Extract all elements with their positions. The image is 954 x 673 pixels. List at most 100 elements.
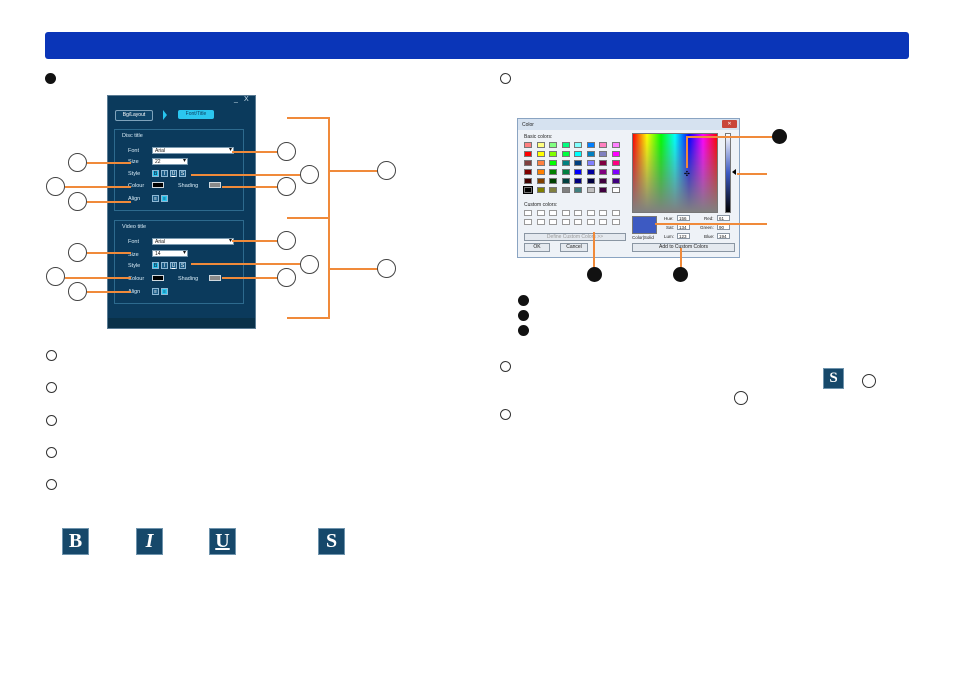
basic-color-swatch[interactable] bbox=[561, 187, 570, 193]
slider-arrow-icon[interactable] bbox=[732, 169, 736, 175]
basic-color-swatch[interactable] bbox=[599, 169, 607, 175]
basic-color-swatch[interactable] bbox=[611, 160, 620, 166]
tab-bg-layout[interactable]: Bg/Layout bbox=[115, 110, 153, 121]
basic-color-swatch[interactable] bbox=[536, 160, 545, 166]
blue-input[interactable]: 194 bbox=[717, 233, 730, 239]
custom-color-swatch[interactable] bbox=[599, 210, 607, 216]
basic-color-swatch[interactable] bbox=[549, 151, 557, 157]
basic-color-swatch[interactable] bbox=[574, 151, 582, 157]
basic-color-swatch[interactable] bbox=[574, 178, 582, 184]
custom-color-swatch[interactable] bbox=[561, 210, 570, 216]
basic-color-swatch[interactable] bbox=[549, 187, 557, 193]
basic-color-swatch[interactable] bbox=[524, 178, 532, 184]
video-bold-button[interactable]: B bbox=[152, 262, 159, 269]
basic-color-swatch[interactable] bbox=[586, 187, 595, 193]
ok-button[interactable]: OK bbox=[524, 243, 550, 252]
basic-color-swatch[interactable] bbox=[611, 151, 620, 157]
lum-input[interactable]: 123 bbox=[677, 233, 690, 239]
define-custom-colors-button[interactable]: Define Custom Colors >> bbox=[524, 233, 626, 241]
custom-color-swatch[interactable] bbox=[611, 219, 620, 225]
basic-color-swatch[interactable] bbox=[536, 178, 545, 184]
basic-color-swatch[interactable] bbox=[611, 169, 620, 175]
basic-color-swatch[interactable] bbox=[549, 169, 557, 175]
custom-color-swatch[interactable] bbox=[549, 219, 557, 225]
basic-color-swatch[interactable] bbox=[599, 142, 607, 148]
basic-color-swatch[interactable] bbox=[524, 142, 532, 148]
basic-color-swatch[interactable] bbox=[611, 142, 620, 148]
basic-color-swatch[interactable] bbox=[611, 187, 620, 193]
close-icon[interactable]: ✕ bbox=[722, 120, 737, 128]
minimize-button[interactable]: _ bbox=[234, 96, 238, 103]
basic-color-swatch[interactable] bbox=[599, 178, 607, 184]
disc-size-dropdown[interactable]: 22 bbox=[152, 158, 188, 165]
basic-color-swatch[interactable] bbox=[536, 169, 545, 175]
basic-color-swatch[interactable] bbox=[524, 169, 532, 175]
disc-shadow-button[interactable]: S bbox=[179, 170, 186, 177]
custom-color-swatch[interactable] bbox=[549, 210, 557, 216]
basic-color-swatch[interactable] bbox=[536, 151, 545, 157]
disc-font-dropdown[interactable]: Arial bbox=[152, 147, 234, 154]
basic-color-swatch[interactable] bbox=[524, 160, 532, 166]
disc-shading-swatch[interactable] bbox=[209, 182, 221, 188]
video-shadow-button[interactable]: S bbox=[179, 262, 186, 269]
disc-align-center-icon[interactable]: ≡ bbox=[161, 195, 168, 202]
basic-color-swatch[interactable] bbox=[611, 178, 620, 184]
video-align-left-icon[interactable]: ≡ bbox=[152, 288, 159, 295]
basic-color-swatch[interactable] bbox=[561, 160, 570, 166]
basic-color-swatch[interactable] bbox=[574, 142, 582, 148]
custom-color-swatch[interactable] bbox=[524, 210, 532, 216]
basic-color-swatch[interactable] bbox=[549, 142, 557, 148]
basic-color-swatch[interactable] bbox=[561, 151, 570, 157]
disc-bold-button[interactable]: B bbox=[152, 170, 159, 177]
video-font-dropdown[interactable]: Arial bbox=[152, 238, 234, 245]
custom-color-swatch[interactable] bbox=[586, 210, 595, 216]
disc-underline-button[interactable]: U bbox=[170, 170, 177, 177]
basic-color-swatch[interactable] bbox=[549, 160, 557, 166]
custom-color-swatch[interactable] bbox=[524, 219, 532, 225]
basic-color-swatch[interactable] bbox=[599, 160, 607, 166]
basic-color-swatch[interactable] bbox=[586, 142, 595, 148]
basic-color-swatch[interactable] bbox=[586, 178, 595, 184]
video-underline-button[interactable]: U bbox=[170, 262, 177, 269]
basic-color-swatch[interactable] bbox=[574, 160, 582, 166]
custom-color-swatch[interactable] bbox=[574, 210, 582, 216]
basic-color-swatch[interactable] bbox=[536, 142, 545, 148]
tab-font-title[interactable]: Font/Title bbox=[178, 110, 214, 119]
basic-color-swatch[interactable] bbox=[586, 160, 595, 166]
basic-color-swatch[interactable] bbox=[549, 178, 557, 184]
basic-color-swatch[interactable] bbox=[574, 169, 582, 175]
close-button[interactable]: X bbox=[244, 96, 249, 103]
basic-color-swatch[interactable] bbox=[574, 187, 582, 193]
video-align-center-icon[interactable]: ≡ bbox=[161, 288, 168, 295]
custom-color-swatch[interactable] bbox=[599, 219, 607, 225]
custom-color-swatch[interactable] bbox=[561, 219, 570, 225]
basic-color-swatch[interactable] bbox=[561, 142, 570, 148]
basic-color-swatch[interactable] bbox=[586, 169, 595, 175]
custom-color-swatch[interactable] bbox=[536, 219, 545, 225]
basic-color-swatch[interactable] bbox=[524, 151, 532, 157]
luminance-slider[interactable] bbox=[725, 133, 731, 213]
basic-color-swatch[interactable] bbox=[561, 178, 570, 184]
basic-color-swatch[interactable] bbox=[599, 151, 607, 157]
video-italic-button[interactable]: I bbox=[161, 262, 168, 269]
add-to-custom-colors-button[interactable]: Add to Custom Colors bbox=[632, 243, 735, 252]
custom-color-swatch[interactable] bbox=[611, 210, 620, 216]
disc-italic-button[interactable]: I bbox=[161, 170, 168, 177]
hue-input[interactable]: 156 bbox=[677, 215, 690, 221]
disc-colour-swatch[interactable] bbox=[152, 182, 164, 188]
basic-color-swatch[interactable] bbox=[536, 187, 545, 193]
custom-color-swatch[interactable] bbox=[574, 219, 582, 225]
custom-color-swatch[interactable] bbox=[586, 219, 595, 225]
video-size-dropdown[interactable]: 14 bbox=[152, 250, 188, 257]
cancel-button[interactable]: Cancel bbox=[560, 243, 588, 252]
red-input[interactable]: 61 bbox=[717, 215, 730, 221]
disc-align-left-icon[interactable]: ≡ bbox=[152, 195, 159, 202]
basic-color-swatch[interactable] bbox=[599, 187, 607, 193]
video-shading-swatch[interactable] bbox=[209, 275, 221, 281]
color-spectrum[interactable] bbox=[632, 133, 718, 213]
custom-color-swatch[interactable] bbox=[536, 210, 545, 216]
basic-color-swatch[interactable] bbox=[586, 151, 595, 157]
basic-color-swatch[interactable] bbox=[561, 169, 570, 175]
basic-color-swatch[interactable] bbox=[523, 186, 533, 194]
video-colour-swatch[interactable] bbox=[152, 275, 164, 281]
